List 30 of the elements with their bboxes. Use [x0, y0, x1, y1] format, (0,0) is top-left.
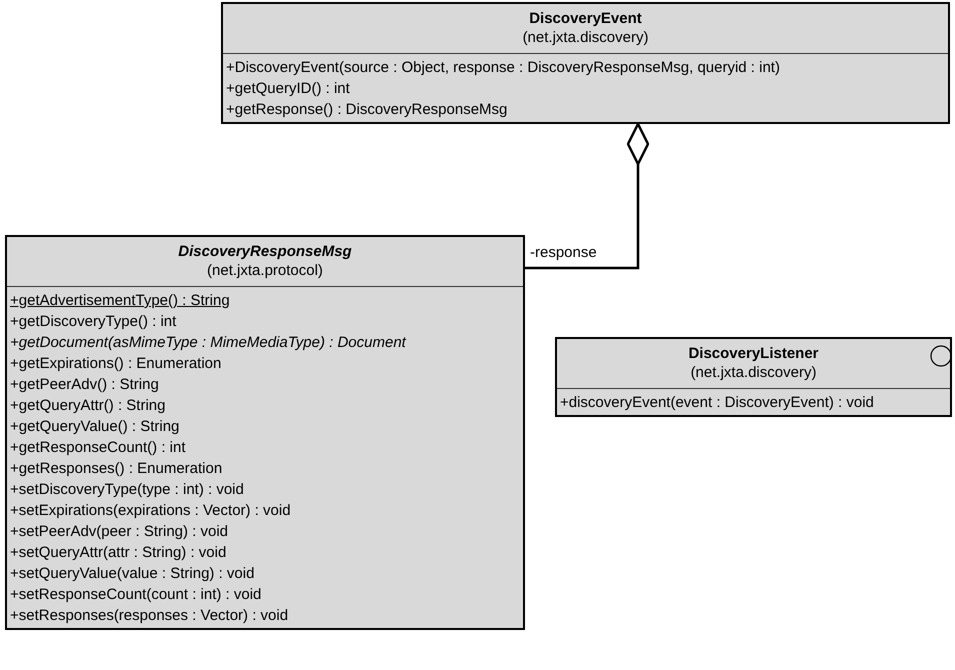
class-name: DiscoveryResponseMsg [178, 242, 352, 261]
method-signature: +discoveryEvent(event : DiscoveryEvent) : void [560, 393, 874, 413]
package-name: (net.jxta.discovery) [522, 28, 648, 47]
class-box [221, 2, 950, 124]
method-signature: +getQueryValue() : String [10, 417, 180, 437]
class-box [5, 235, 525, 630]
method-signature: +getAdvertisementType() : String [10, 291, 230, 311]
method-signature: +getResponse() : DiscoveryResponseMsg [226, 100, 508, 120]
method-signature: +setExpirations(expirations : Vector) : void [10, 501, 291, 521]
method-signature: +setPeerAdv(peer : String) : void [10, 522, 228, 542]
method-signature: +getResponses() : Enumeration [10, 459, 222, 479]
method-signature: +setQueryAttr(attr : String) : void [10, 543, 226, 563]
method-signature: +setDiscoveryType(type : int) : void [10, 480, 244, 500]
package-name: (net.jxta.protocol) [207, 261, 323, 280]
class-name: DiscoveryListener [688, 344, 819, 363]
method-signature: +getResponseCount() : int [10, 438, 186, 458]
method-signature: +getExpirations() : Enumeration [10, 354, 222, 374]
method-signature: +getDiscoveryType() : int [10, 312, 176, 332]
method-signature: +getDocument(asMimeType : MimeMediaType) : Document [10, 333, 406, 353]
method-signature: +DiscoveryEvent(source : Object, response : DiscoveryResponseMsg, queryid : int) [226, 58, 780, 78]
class-name: DiscoveryEvent [529, 9, 642, 28]
method-signature: +getQueryID() : int [226, 79, 350, 99]
method-signature: +setResponses(responses : Vector) : void [10, 606, 288, 626]
method-signature: +setQueryValue(value : String) : void [10, 564, 254, 584]
aggregation-connector [525, 122, 650, 270]
method-signature: +setResponseCount(count : int) : void [10, 585, 262, 605]
method-signature: +getPeerAdv() : String [10, 375, 159, 395]
package-name: (net.jxta.discovery) [690, 363, 816, 382]
method-signature: +getQueryAttr() : String [10, 396, 166, 416]
class-box [555, 337, 952, 417]
